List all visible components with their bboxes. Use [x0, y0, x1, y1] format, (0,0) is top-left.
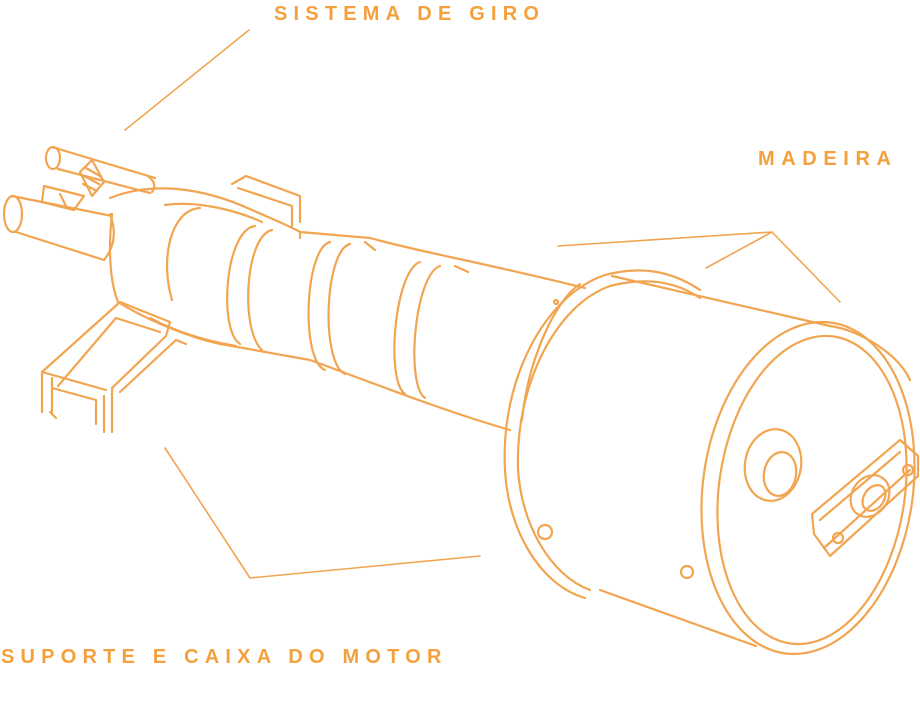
motor-face-details: [536, 298, 920, 580]
label-wood: MADEIRA: [758, 148, 898, 170]
upper-bracket: [230, 174, 302, 228]
leader-rotation-system: [124, 29, 250, 131]
rotation-handle: [2, 145, 157, 262]
leader-motor-support: [164, 447, 481, 579]
leader-wood: [557, 231, 841, 303]
leader-lines: [124, 29, 841, 579]
label-motor-support: SUPORTE E CAIXA DO MOTOR: [1, 646, 448, 668]
base-support: [40, 300, 188, 434]
spindle-body: [108, 187, 587, 432]
label-rotation-system: SISTEMA DE GIRO: [274, 3, 546, 25]
motor-housing: [503, 269, 916, 656]
